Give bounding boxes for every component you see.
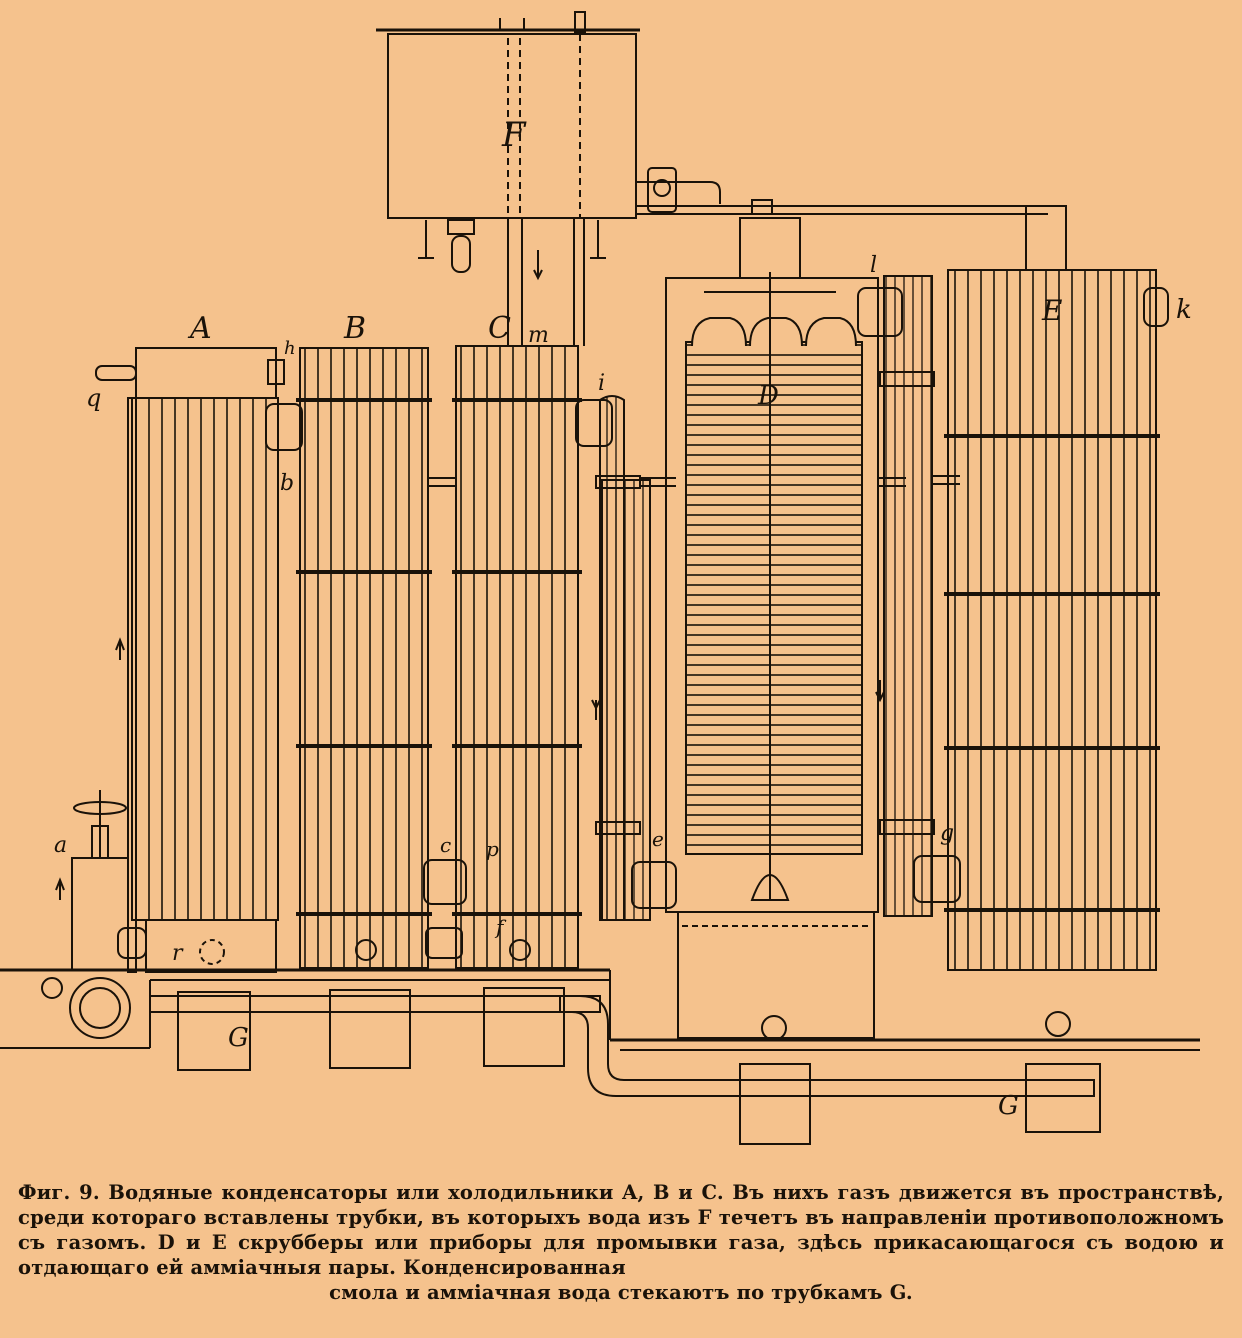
label-g: g xyxy=(940,821,954,846)
label-E: E xyxy=(1041,294,1062,327)
condenser-B xyxy=(296,347,467,969)
figure-caption: Фиг. 9. Водяные конденсаторы или холодил… xyxy=(18,1180,1224,1305)
scrubber-D xyxy=(665,217,906,1039)
label-G-right: G xyxy=(998,1091,1019,1121)
label-A: A xyxy=(187,311,212,346)
label-k: k xyxy=(1176,295,1192,325)
label-p: p xyxy=(486,837,499,861)
label-i: i xyxy=(598,371,605,396)
column-D-E xyxy=(857,275,961,917)
column-C-D xyxy=(591,395,677,921)
label-G-left: G xyxy=(228,1023,249,1053)
label-F: F xyxy=(501,115,527,155)
caption-text: Водяные конденсаторы или холодильники A,… xyxy=(18,1181,1224,1279)
upper-pipe xyxy=(636,167,1048,215)
water-tank-F xyxy=(376,11,640,346)
caption-figure-number: Фиг. 9. xyxy=(18,1181,100,1204)
label-B: B xyxy=(343,311,366,346)
label-D: D xyxy=(757,381,779,411)
base-and-drains xyxy=(0,939,1200,1145)
label-C: C xyxy=(488,311,511,346)
label-b: b xyxy=(280,471,294,496)
label-a: a xyxy=(54,833,67,858)
caption-last-line: смола и амміачная вода стекаютъ по трубк… xyxy=(329,1281,913,1304)
condenser-diagram: F A B C m D E k l i h b q a c p e g r f … xyxy=(0,11,1200,1145)
label-q: q xyxy=(86,384,101,412)
label-h: h xyxy=(284,338,296,359)
scrubber-E xyxy=(944,205,1169,971)
condenser-A xyxy=(41,347,303,1039)
label-l: l xyxy=(870,253,877,278)
condenser-C xyxy=(428,345,613,969)
label-c: c xyxy=(440,833,451,857)
label-m: m xyxy=(528,323,549,348)
label-e: e xyxy=(652,827,664,851)
label-r: r xyxy=(172,941,184,966)
